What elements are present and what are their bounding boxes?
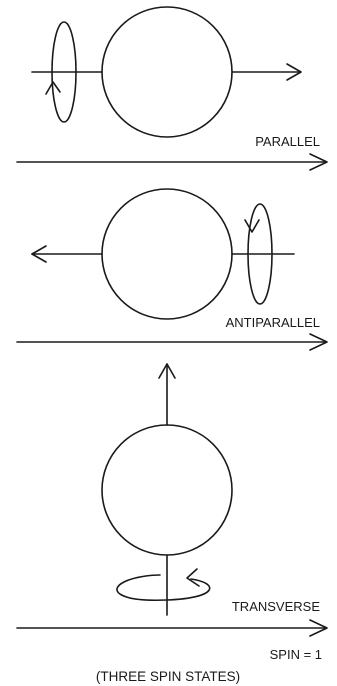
spin-value-label: SPIN = 1 [270, 647, 322, 662]
figure-caption: (THREE SPIN STATES) [96, 669, 240, 684]
transverse-particle [102, 425, 232, 555]
transverse-label: TRANSVERSE [232, 599, 320, 614]
antiparallel-label: ANTIPARALLEL [226, 315, 320, 330]
parallel-particle [102, 7, 232, 137]
transverse-rotation-loop [117, 575, 210, 600]
parallel-label: PARALLEL [255, 134, 320, 149]
antiparallel-particle [102, 189, 232, 319]
antiparallel-rotation-arrowhead [245, 220, 259, 232]
parallel-panel: PARALLEL [17, 7, 327, 170]
transverse-rotation-arrowhead [187, 569, 199, 586]
antiparallel-panel: ANTIPARALLEL [17, 189, 327, 350]
transverse-panel: TRANSVERSE [17, 364, 327, 636]
